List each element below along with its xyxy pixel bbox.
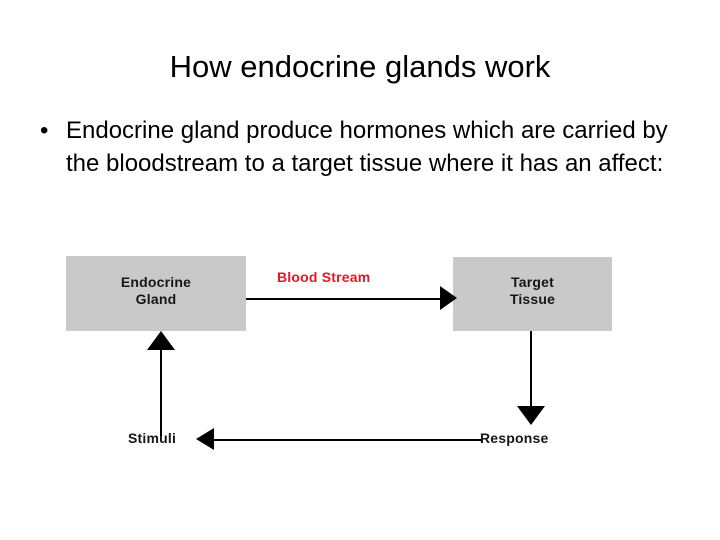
connector-line-response [530, 331, 532, 421]
connector-line-blood-stream [246, 298, 444, 300]
bullet-text: Endocrine gland produce hormones which a… [66, 117, 668, 177]
target-tissue-label: Target Tissue [453, 274, 612, 308]
endocrine-gland-label-line2: Gland [135, 291, 177, 307]
connector-line-stimuli [160, 344, 162, 436]
blood-stream-label: Blood Stream [277, 269, 371, 285]
page-title: How endocrine glands work [169, 49, 551, 84]
target-tissue-label-line1: Target [511, 274, 554, 290]
arrow-right-icon [440, 286, 457, 310]
target-tissue-label-line2: Tissue [509, 291, 556, 307]
endocrine-gland-label-line1: Endocrine [120, 274, 192, 290]
response-label: Response [480, 430, 549, 446]
stimuli-label: Stimuli [128, 430, 177, 446]
diagram-box-endocrine-gland: Endocrine Gland [66, 256, 246, 331]
arrow-left-icon [196, 428, 214, 450]
diagram-box-target-tissue: Target Tissue [453, 257, 612, 331]
arrow-down-icon [517, 406, 545, 425]
endocrine-gland-label: Endocrine Gland [66, 274, 246, 308]
connector-line-feedback [214, 439, 482, 441]
arrow-up-icon [147, 331, 175, 350]
bullet-list: • Endocrine gland produce hormones which… [34, 114, 686, 180]
bullet-marker-icon: • [40, 117, 49, 144]
list-item: • Endocrine gland produce hormones which… [34, 114, 686, 180]
